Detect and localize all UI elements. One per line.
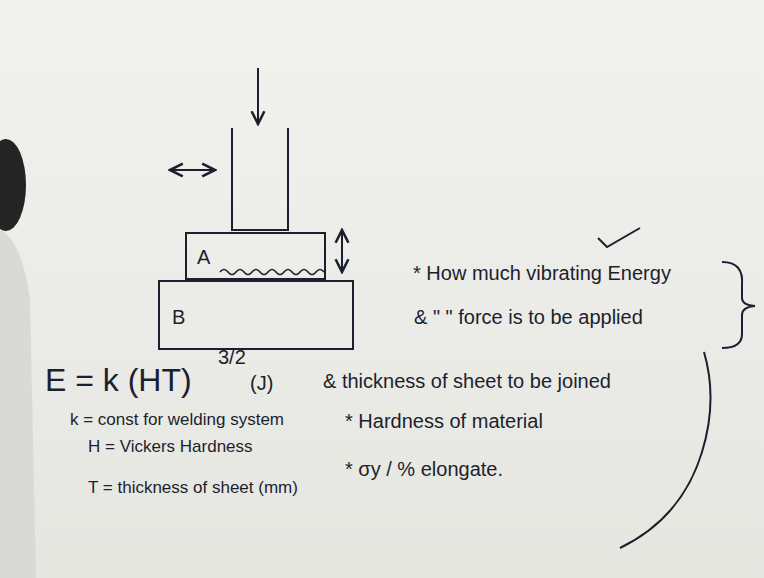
- board-note: H = Vickers Hardness: [88, 437, 253, 457]
- person-head: [0, 139, 26, 231]
- board-note: T = thickness of sheet (mm): [88, 478, 298, 498]
- bracket: [620, 352, 711, 548]
- plate-letter: B: [172, 306, 185, 328]
- board-note: (J): [250, 372, 273, 395]
- thickness-arrow: [341, 230, 343, 272]
- board-note: * Hardness of material: [345, 410, 543, 433]
- workpiece-plate: B: [158, 280, 354, 350]
- sonotrode: [232, 128, 288, 230]
- person-shirt: [0, 230, 36, 578]
- curly-brace: [722, 262, 755, 348]
- force-arrow: [257, 68, 259, 124]
- board-note: & " " force is to be applied: [414, 306, 643, 329]
- vibration-arrow: [170, 169, 215, 171]
- board-note: * σy / % elongate.: [345, 458, 503, 481]
- board-note: * How much vibrating Energy: [413, 262, 671, 285]
- check-mark: [598, 228, 640, 247]
- board-note: k = const for welding system: [70, 410, 284, 430]
- weld-interface: [220, 270, 324, 275]
- board-note: 3/2: [218, 346, 246, 369]
- board-note: E = k (HT): [45, 362, 192, 399]
- board-note: & thickness of sheet to be joined: [323, 370, 611, 393]
- workpiece-plate: A: [185, 232, 326, 280]
- plate-letter: A: [197, 246, 210, 268]
